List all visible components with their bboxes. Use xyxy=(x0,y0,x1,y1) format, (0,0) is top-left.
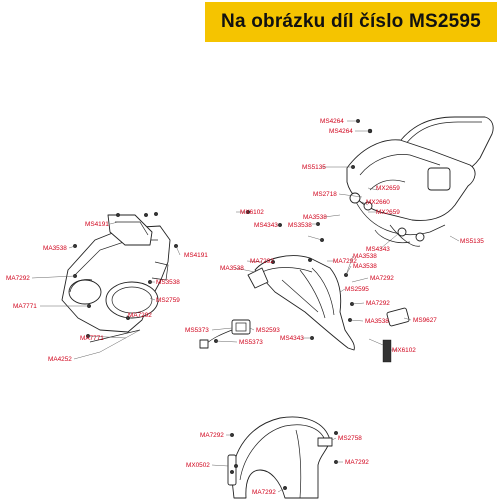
part-labels: MS4264 MS4264 MS5135 MX2659 MS2718 MX266… xyxy=(6,118,484,496)
label-mx6102-b: MX6102 xyxy=(392,347,416,354)
label-ma7292-f: MA7292 xyxy=(366,300,390,307)
rear-inner-fender-part xyxy=(247,255,355,351)
label-ms4264-b: MS4264 xyxy=(329,128,353,135)
label-ma7292-a: MA7292 xyxy=(250,258,274,265)
label-ma7771-a: MA7771 xyxy=(13,303,37,310)
label-ma7292-c: MA7292 xyxy=(6,275,30,282)
front-fender-part xyxy=(227,416,333,499)
label-ms2759: MS2759 xyxy=(156,297,180,304)
label-ma3538-b: MA3538 xyxy=(43,245,67,252)
label-ms5135-a: MS5135 xyxy=(302,164,326,171)
label-ms4191-b: MS4191 xyxy=(184,252,208,259)
label-mx2659-a: MX2659 xyxy=(376,185,400,192)
label-ma3538-d: MA3538 xyxy=(353,253,377,260)
label-ms5373-b: MS5373 xyxy=(239,339,263,346)
label-ms9627: MS9627 xyxy=(413,317,437,324)
label-ms4191-a: MS4191 xyxy=(85,221,109,228)
label-mx0502: MX0502 xyxy=(186,462,210,469)
label-ms2593: MS2593 xyxy=(256,327,280,334)
banner-text: Na obrázku díl číslo MS2595 xyxy=(221,11,481,32)
fasteners xyxy=(72,118,373,491)
label-ma7771-b: MA7771 xyxy=(80,335,104,342)
label-ms4343-c: MS4343 xyxy=(280,335,304,342)
label-ma3538-f: MA3538 xyxy=(365,318,389,325)
label-ma7292-e: MA7292 xyxy=(128,312,152,319)
label-ma7292-i: MA7292 xyxy=(252,489,276,496)
label-ms4264-a: MS4264 xyxy=(320,118,344,125)
label-mx2659-b: MX2659 xyxy=(376,209,400,216)
label-ms3538-a: MS3538 xyxy=(288,222,312,229)
label-ms3538-b: MS3538 xyxy=(156,279,180,286)
leader-lines xyxy=(31,120,460,493)
label-ms5373-a: MS5373 xyxy=(185,327,209,334)
part-number-banner: Na obrázku díl číslo MS2595 xyxy=(205,2,497,42)
label-ma7292-d: MA7292 xyxy=(370,275,394,282)
label-ma4252: MA4252 xyxy=(48,356,72,363)
label-ms2758: MS2758 xyxy=(338,435,362,442)
label-mx6102-a: MX6102 xyxy=(240,209,264,216)
label-ma7292-h: MA7292 xyxy=(345,459,369,466)
label-ms4343-a: MS4343 xyxy=(254,222,278,229)
label-ms4343-b: MS4343 xyxy=(366,246,390,253)
under-seat-tray-part xyxy=(61,214,171,343)
reflector-part xyxy=(382,307,410,363)
label-ma7292-b: MA7292 xyxy=(333,258,357,265)
label-mx2660: MX2660 xyxy=(366,199,390,206)
label-ms2595: MS2595 xyxy=(345,286,369,293)
label-ma3538-e: MA3538 xyxy=(353,263,377,270)
label-ms5135-b: MS5135 xyxy=(460,238,484,245)
label-ma7292-g: MA7292 xyxy=(200,432,224,439)
license-light-harness-part xyxy=(199,319,251,349)
tail-light-cover-part xyxy=(346,116,494,247)
label-ms2718: MS2718 xyxy=(313,191,337,198)
label-ma3538-a: MA3538 xyxy=(303,214,327,221)
label-ma3538-c: MA3538 xyxy=(220,265,244,272)
